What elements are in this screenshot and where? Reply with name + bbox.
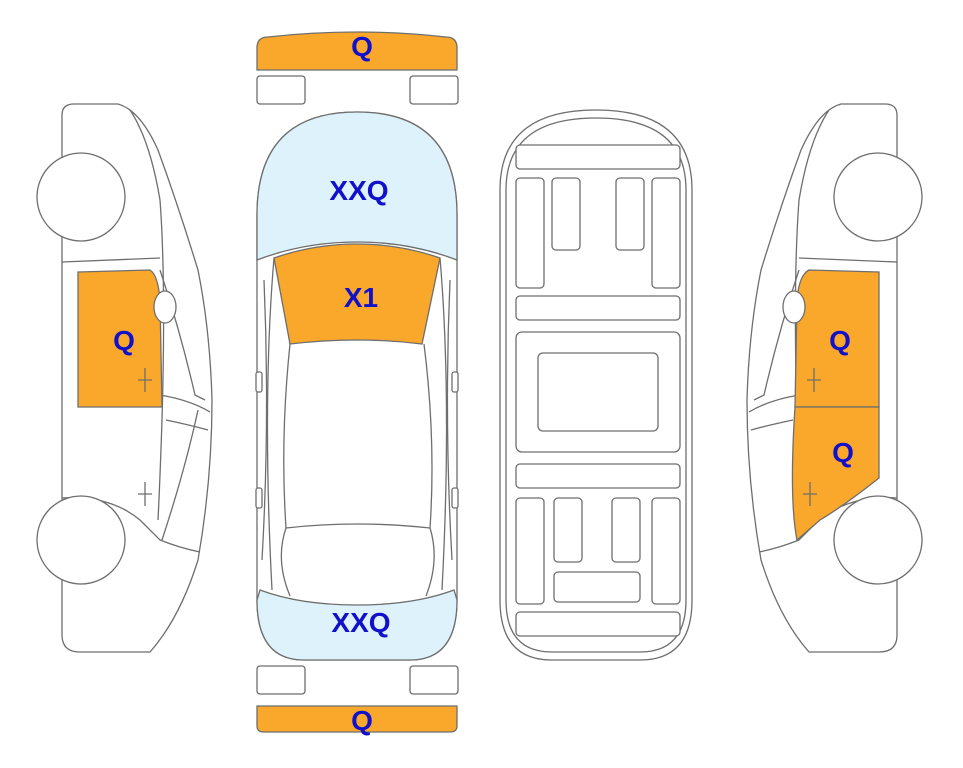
windshield-glass [256, 111, 458, 261]
rear-window-label: XXQ [331, 607, 390, 638]
front-right-light [409, 75, 459, 105]
rear-right-light [409, 665, 459, 695]
right-mirror [782, 290, 806, 324]
left-front-door-damage [77, 269, 163, 408]
front-bumper-label: Q [351, 31, 373, 62]
right-front-wheel [833, 152, 923, 242]
rear-left-light [256, 665, 306, 695]
right-rear-door-damage [791, 406, 880, 542]
left-rear-wheel [36, 495, 126, 585]
right-rear-door-label: Q [832, 437, 854, 468]
front-bumper-damage [256, 31, 458, 71]
left-mirror [153, 290, 177, 324]
windshield-label: XXQ [329, 175, 388, 206]
underbody-view [499, 109, 693, 661]
rear-bumper-label: Q [351, 705, 373, 736]
front-left-light [256, 75, 306, 105]
rear-window-glass [256, 589, 458, 661]
left-front-wheel [36, 152, 126, 242]
right-front-door-damage [794, 269, 880, 408]
right-rear-wheel [833, 495, 923, 585]
right-front-door-label: Q [829, 325, 851, 356]
roof-front-label: X1 [344, 282, 378, 313]
rear-bumper-damage [256, 705, 458, 733]
right-side-view: Q Q [746, 103, 923, 653]
top-view: Q XXQ X1 XXQ Q [255, 31, 459, 736]
left-side-view: Q [36, 103, 213, 653]
left-front-door-label: Q [113, 325, 135, 356]
